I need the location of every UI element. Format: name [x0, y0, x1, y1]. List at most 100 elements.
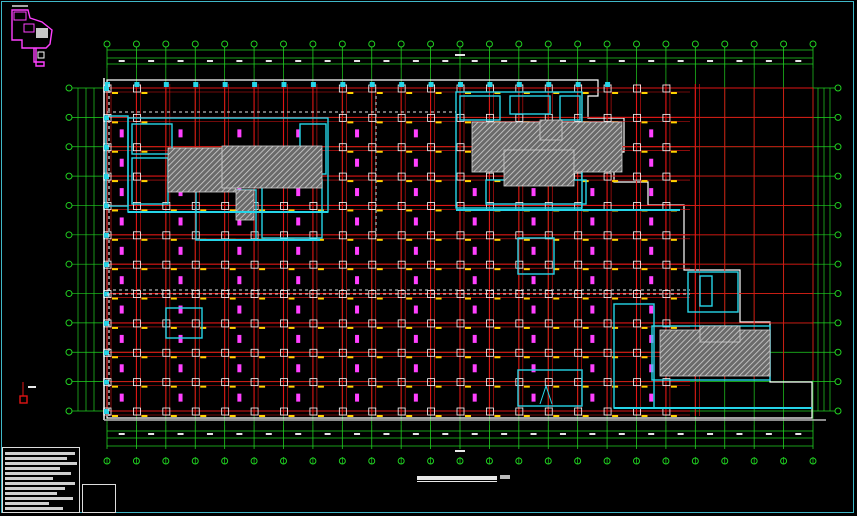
column-tag: [229, 326, 236, 329]
grid-bubble: [780, 40, 788, 48]
column-marker: [309, 319, 318, 328]
column-marker: [397, 260, 406, 269]
beam-label: [119, 188, 124, 197]
shear-wall: [131, 157, 169, 205]
column-tag: [641, 415, 648, 417]
beam-label: [531, 246, 536, 255]
column-tag: [347, 92, 354, 94]
grid-bubble: [633, 40, 640, 48]
column-marker: [309, 407, 318, 416]
grid-bubble: [368, 40, 376, 48]
column-tag: [112, 415, 118, 417]
grid-bubble: [834, 172, 842, 180]
beam-label: [355, 188, 360, 197]
column-marker: [133, 143, 141, 152]
column-marker: [662, 113, 671, 122]
edge-column: [104, 409, 109, 414]
beam-label: [237, 334, 242, 343]
edge-column: [369, 82, 375, 87]
beam-label: [531, 217, 536, 226]
beam-label: [472, 334, 477, 343]
column-tag: [229, 268, 236, 271]
column-marker: [427, 113, 435, 122]
column-tag: [112, 297, 118, 300]
column-tag: [112, 385, 118, 388]
column-marker: [486, 407, 494, 416]
column-tag: [200, 268, 207, 271]
column-tag: [670, 92, 677, 94]
column-marker: [427, 348, 435, 357]
column-marker: [133, 202, 141, 210]
grid-bubble: [162, 40, 170, 48]
column-tag: [670, 121, 677, 124]
column-marker: [456, 260, 465, 269]
grid-bubble: [65, 378, 73, 386]
grid-bubble: [544, 40, 552, 48]
column-marker: [397, 290, 406, 298]
column-marker: [662, 319, 671, 328]
column-tag: [523, 415, 530, 417]
column-marker: [368, 407, 377, 416]
beam-label: [413, 246, 418, 255]
beam-label: [413, 129, 418, 138]
column-marker: [603, 231, 612, 240]
grid-bubble: [485, 40, 493, 48]
column-tag: [376, 385, 383, 388]
column-marker: [603, 348, 612, 357]
beam-label: [119, 305, 124, 314]
grid-bubble: [221, 40, 229, 48]
grid-bubble: [65, 231, 73, 239]
core-hatch: [503, 149, 575, 187]
dimension-value: [471, 433, 478, 435]
column-tag: [376, 356, 383, 359]
column-tag: [435, 326, 442, 329]
beam-label: [531, 305, 536, 314]
column-marker: [368, 378, 377, 387]
column-tag: [376, 150, 383, 153]
dimension-value: [354, 433, 361, 435]
column-tag: [670, 180, 677, 183]
column-tag: [523, 356, 530, 359]
beam-label: [355, 334, 360, 343]
column-marker: [486, 113, 494, 122]
scale-tag-graphic: [500, 475, 510, 479]
column-tag: [523, 92, 530, 94]
beam-label: [296, 246, 301, 255]
beam-label: [296, 129, 301, 138]
column-tag: [612, 92, 619, 94]
column-tag: [141, 209, 148, 212]
edge-column: [605, 82, 611, 87]
key-plan-block: [13, 11, 27, 21]
column-marker: [250, 378, 259, 387]
column-marker: [603, 172, 612, 181]
column-tag: [406, 92, 413, 94]
column-tag: [612, 238, 619, 241]
beam-label: [413, 305, 418, 314]
beam-label: [590, 276, 595, 285]
edge-column: [104, 174, 109, 180]
column-tag: [465, 326, 471, 329]
column-marker: [662, 84, 671, 93]
plan-title-underline: [417, 481, 497, 482]
column-tag: [112, 326, 118, 329]
column-tag: [465, 238, 471, 241]
grid-bubble: [250, 40, 258, 48]
column-marker: [662, 290, 671, 298]
column-tag: [612, 385, 619, 388]
column-tag: [200, 326, 207, 329]
key-plan-block: [23, 23, 35, 33]
edge-column-ticks: [104, 82, 690, 416]
column-tag: [347, 268, 354, 271]
beam-label: [472, 246, 477, 255]
column-marker: [633, 231, 641, 240]
column-tag: [435, 121, 442, 124]
column-tag: [582, 326, 589, 329]
column-marker: [486, 319, 494, 328]
dimension-band-top: [106, 47, 814, 68]
column-marker: [662, 172, 671, 181]
column-tag: [406, 385, 413, 388]
dimension-value: [148, 60, 155, 62]
core-hatch: [221, 145, 323, 189]
column-marker: [397, 172, 406, 181]
